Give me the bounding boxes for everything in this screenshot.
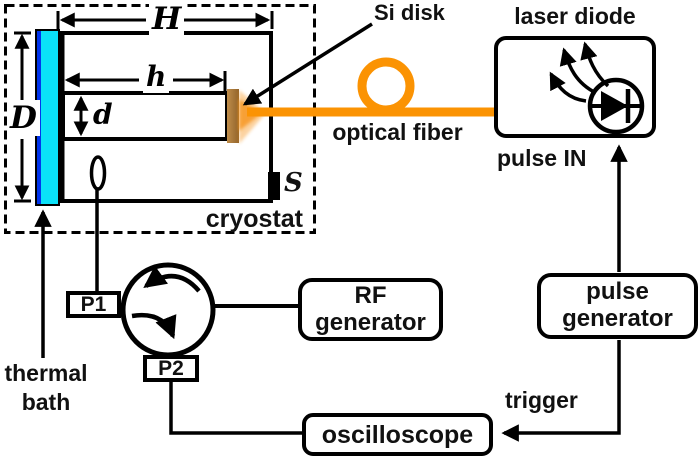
sensor-s-label: S (284, 168, 303, 198)
oscilloscope-label: oscilloscope (321, 420, 474, 449)
fiber-loop (357, 57, 415, 115)
circulator (120, 262, 216, 358)
si-disk-pointer-arrow (242, 22, 373, 106)
pickup-loop (89, 155, 107, 292)
pulse-generator-box: pulse generator (537, 273, 698, 339)
si-disk-label: Si disk (374, 0, 445, 25)
rf-generator-label-line2: generator (315, 308, 426, 336)
optical-fiber (247, 57, 496, 117)
si-disk (227, 89, 239, 143)
port-p1-box: P1 (66, 291, 121, 318)
cryostat-label: cryostat (205, 205, 303, 233)
oscilloscope-box: oscilloscope (302, 413, 493, 456)
laser-diode-box (494, 36, 656, 138)
dimension-label-h: h (143, 60, 170, 93)
pulse-generator-label-line2: generator (562, 305, 673, 332)
thermal-bath-label-line1: thermal (4, 360, 88, 386)
sensor-s-block (268, 172, 280, 200)
p2-oscilloscope-line (169, 381, 303, 435)
dimension-label-H: H (149, 1, 185, 37)
port-p1-label: P1 (80, 292, 107, 316)
pulse-in-label: pulse IN (497, 145, 587, 171)
cryostat-dashed-border (4, 4, 316, 234)
pulse-generator-label-line1: pulse (586, 278, 649, 306)
laser-diode-label: laser diode (514, 3, 636, 29)
dimension-label-D: D (7, 100, 40, 136)
cylinder-inner (61, 91, 229, 141)
circulator-arrow-top (143, 265, 201, 293)
port-p2-label: P2 (158, 356, 184, 380)
port-p2-box: P2 (143, 355, 199, 382)
trigger-label: trigger (505, 387, 578, 413)
thermal-bath-label-line2: bath (21, 389, 71, 415)
laser-glow (239, 90, 266, 144)
rf-generator-label-line1: RF (354, 281, 387, 309)
rf-generator-box: RF generator (298, 278, 443, 341)
circulator-arrow-bottom (131, 312, 177, 340)
dimension-label-d: d (93, 98, 113, 131)
optical-fiber-label: optical fiber (332, 119, 463, 145)
